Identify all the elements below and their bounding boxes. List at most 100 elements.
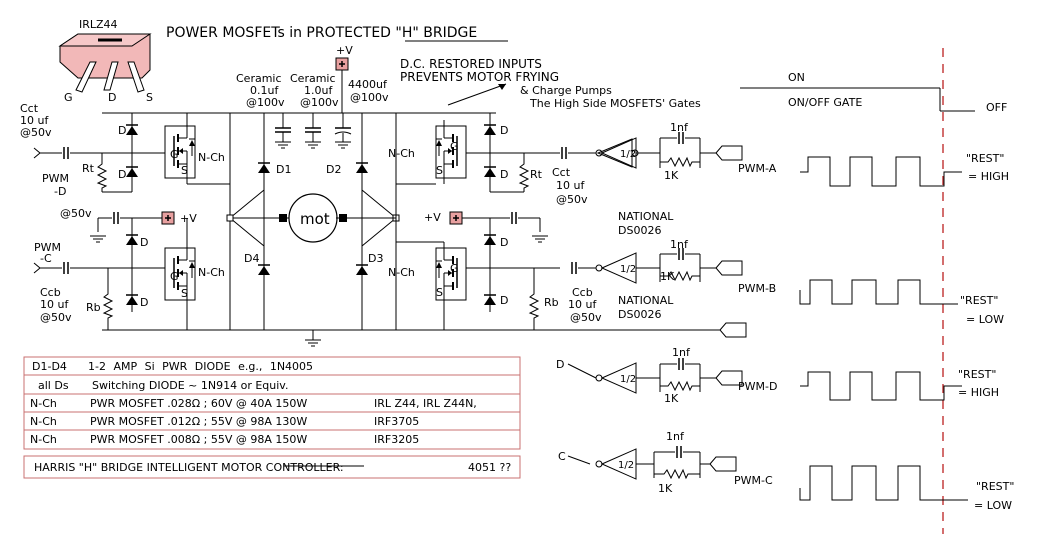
res-1k-d: 1K bbox=[664, 392, 679, 405]
source-label: S bbox=[436, 286, 443, 299]
diode-label: D bbox=[500, 236, 508, 249]
supply-label: +V bbox=[336, 44, 353, 57]
pwm-a-connector[interactable] bbox=[715, 145, 743, 161]
gate-label: G bbox=[170, 148, 179, 161]
cct-label-left: Cct bbox=[20, 102, 39, 115]
gate-label: G bbox=[450, 262, 459, 275]
cap-1nf-b: 1nf bbox=[670, 238, 689, 251]
parts-table bbox=[23, 356, 521, 450]
parts-part: IRF3205 bbox=[374, 433, 419, 446]
diode-d2-icon bbox=[355, 162, 369, 174]
pwm-d-level: = HIGH bbox=[958, 386, 999, 399]
ground-connector bbox=[719, 322, 747, 338]
parts-desc: PWR MOSFET .028Ω ; 60V @ 40A 150W bbox=[90, 397, 307, 410]
parts-desc: 1-2 AMP Si PWR DIODE e.g., 1N4005 bbox=[88, 360, 313, 373]
harris-part: 4051 ?? bbox=[468, 461, 511, 474]
pwm-d-label: PWM bbox=[42, 172, 69, 185]
ccb-value-left: 10 uf bbox=[40, 298, 69, 311]
pwm-b-connector[interactable] bbox=[715, 260, 743, 276]
ccb-rating-left: @50v bbox=[40, 311, 72, 324]
pwm-c-rest: "REST" bbox=[976, 480, 1014, 493]
cap3-value: 4400uf bbox=[348, 78, 388, 91]
cap-rating-left-mid: @50v bbox=[60, 207, 92, 220]
pwm-a-rest: "REST" bbox=[966, 152, 1004, 165]
note-prevents: PREVENTS MOTOR FRYING bbox=[400, 70, 559, 84]
cct-label-right: Cct bbox=[552, 166, 571, 179]
parts-ref: D1-D4 bbox=[32, 360, 67, 373]
diode-label: D bbox=[118, 124, 126, 137]
ccb-rating-right: @50v bbox=[570, 311, 602, 324]
cap2-value: 1.0uf bbox=[304, 84, 333, 97]
plus-v-label-left: +V bbox=[180, 212, 197, 225]
pwm-a-level: = HIGH bbox=[968, 170, 1009, 183]
pwm-c-suffix: -C bbox=[40, 252, 52, 265]
ccb-label-left: Ccb bbox=[40, 286, 61, 299]
pin-d-label: D bbox=[108, 91, 116, 104]
diode-label: D bbox=[500, 294, 508, 307]
gate-on-label: ON bbox=[788, 71, 805, 84]
cap1-rating: @100v bbox=[246, 96, 285, 109]
diode-icon bbox=[125, 234, 139, 246]
parts-row: all Ds Switching DIODE ~ 1N914 or Equiv. bbox=[38, 379, 288, 392]
diode-label: D bbox=[118, 168, 126, 181]
pwm-b-label: PWM-B bbox=[738, 282, 776, 295]
parts-row: N-Ch PWR MOSFET .008Ω ; 55V @ 98A 150W I… bbox=[30, 433, 419, 446]
parts-row: D1-D4 1-2 AMP Si PWR DIODE e.g., 1N4005 bbox=[32, 360, 313, 373]
national-bottom: NATIONAL bbox=[618, 294, 674, 307]
d2-label: D2 bbox=[326, 163, 341, 176]
buffer-a-label: 1/2 bbox=[620, 149, 636, 160]
parts-part: IRL Z44, IRL Z44N, bbox=[374, 397, 477, 410]
d3-label: D3 bbox=[368, 252, 383, 265]
cap1-type: Ceramic bbox=[236, 72, 282, 85]
diode-label: D bbox=[140, 236, 148, 249]
parts-desc: PWR MOSFET .008Ω ; 55V @ 98A 150W bbox=[90, 433, 307, 446]
mosfet-package-icon bbox=[58, 33, 152, 93]
ccb-label-right: Ccb bbox=[572, 286, 593, 299]
diode-d1-icon bbox=[257, 162, 271, 174]
diode-icon bbox=[125, 124, 139, 136]
rb-label-left: Rb bbox=[86, 301, 101, 314]
pwm-d-suffix: -D bbox=[54, 185, 66, 198]
cap2-rating: @100v bbox=[300, 96, 339, 109]
gate-label: G bbox=[170, 270, 179, 283]
waveform-c bbox=[799, 465, 968, 501]
d1-label: D1 bbox=[276, 163, 291, 176]
gate-off-label: OFF bbox=[986, 101, 1007, 114]
pwm-c-label: PWM bbox=[34, 241, 61, 254]
diode-d4-icon bbox=[257, 264, 271, 276]
national-top: NATIONAL bbox=[618, 210, 674, 223]
note-arrow bbox=[447, 83, 507, 106]
ds0026-top: DS0026 bbox=[618, 224, 661, 237]
pwm-d-rest: "REST" bbox=[958, 368, 996, 381]
rt-label-left: Rt bbox=[82, 162, 95, 175]
diode-icon bbox=[483, 166, 497, 178]
parts-desc: Switching DIODE ~ 1N914 or Equiv. bbox=[92, 379, 288, 392]
pwm-c-connector[interactable] bbox=[709, 456, 737, 472]
input-c-label: C bbox=[558, 450, 566, 463]
cct-value-left: 10 uf bbox=[20, 114, 49, 127]
gate-label: ON/OFF GATE bbox=[788, 96, 862, 109]
cap1-value: 0.1uf bbox=[250, 84, 279, 97]
d4-label: D4 bbox=[244, 252, 259, 265]
bulk-caps bbox=[274, 113, 352, 149]
note-gates: The High Side MOSFETS' Gates bbox=[529, 97, 701, 110]
resistor-rt-left bbox=[97, 159, 107, 193]
cct-rating-left: @50v bbox=[20, 126, 52, 139]
plus-v-label-right: +V bbox=[424, 211, 441, 224]
pwm-b-rest: "REST" bbox=[960, 294, 998, 307]
nch-label: N-Ch bbox=[198, 266, 225, 279]
note-charge-pumps: & Charge Pumps bbox=[520, 84, 612, 97]
gate-label: G bbox=[450, 140, 459, 153]
pwm-c-level: = LOW bbox=[974, 499, 1012, 512]
plus-v-icon-right bbox=[449, 211, 463, 225]
rb-label-right: Rb bbox=[544, 296, 559, 309]
nch-label: N-Ch bbox=[198, 151, 225, 164]
waveform-d bbox=[800, 371, 962, 401]
package-part-label: IRLZ44 bbox=[79, 18, 118, 31]
pwm-d-out-label: PWM-D bbox=[738, 380, 777, 393]
parts-desc: PWR MOSFET .012Ω ; 55V @ 98A 130W bbox=[90, 415, 307, 428]
cap-1nf-a: 1nf bbox=[670, 121, 689, 134]
resistor-rb-right bbox=[529, 289, 539, 323]
